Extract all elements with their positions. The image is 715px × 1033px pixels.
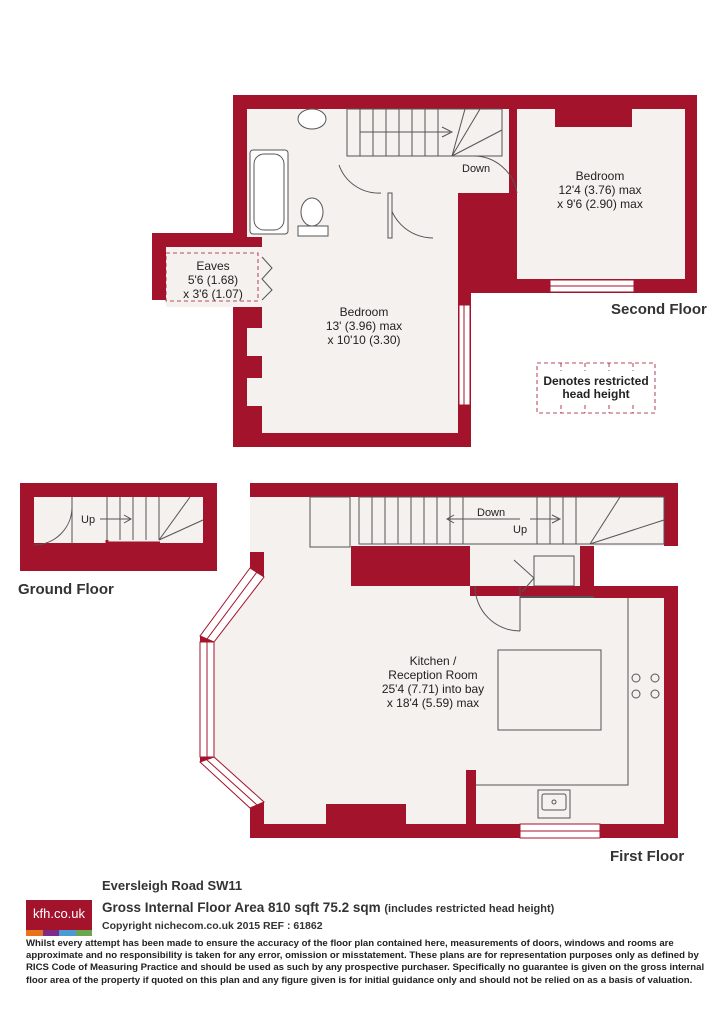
eaves-dim2: x 3'6 (1.07) bbox=[183, 287, 243, 301]
kitchen-name: Kitchen / bbox=[410, 654, 457, 668]
legend-line1: Denotes restricted bbox=[543, 374, 648, 388]
left-wall-window-1 bbox=[247, 328, 262, 356]
basin-fixture bbox=[297, 108, 327, 130]
ground-floor-label: Ground Floor bbox=[18, 581, 114, 598]
gf-stairs-up-label: Up bbox=[81, 514, 95, 526]
first-floor-label: First Floor bbox=[610, 848, 684, 865]
bedroom-right-floor bbox=[517, 109, 685, 279]
ground-floor-stairs bbox=[100, 496, 204, 545]
gia-value: Gross Internal Floor Area 810 sqft 75.2 … bbox=[102, 900, 381, 915]
bedroom-right-window-top bbox=[555, 109, 632, 127]
first-floor-stairs bbox=[309, 496, 665, 548]
ground-floor-door-arc bbox=[33, 506, 73, 546]
ground-floor-interior bbox=[34, 497, 203, 543]
bedroom-left-name: Bedroom bbox=[340, 305, 389, 319]
kitchen-name2: Reception Room bbox=[388, 668, 477, 682]
first-floor-left-window bbox=[250, 497, 264, 552]
eaves-doors bbox=[261, 256, 273, 301]
wc-fixture bbox=[300, 197, 324, 227]
first-floor-plan: Kitchen / Reception Room 25'4 (7.71) int… bbox=[199, 483, 684, 865]
worktop-wall-stub bbox=[466, 770, 476, 824]
bedroom-right-dim1: 12'4 (3.76) max bbox=[559, 183, 642, 197]
ground-floor-plan: Up Ground Floor bbox=[18, 483, 217, 598]
eaves-dim1: 5'6 (1.68) bbox=[188, 273, 238, 287]
cupboard-door bbox=[513, 559, 535, 593]
fridge-recess bbox=[594, 586, 678, 598]
landing-door-arc bbox=[338, 164, 382, 194]
second-floor-stairs bbox=[346, 108, 503, 157]
ff-stairs-up-label: Up bbox=[513, 524, 527, 536]
sf-stairs-down-label: Down bbox=[462, 163, 490, 175]
fireplace-breast bbox=[326, 804, 406, 824]
kitchen-dim2: x 18'4 (5.59) max bbox=[387, 696, 479, 710]
sink-icon bbox=[537, 789, 571, 819]
bedroom-right-dim2: x 9'6 (2.90) max bbox=[557, 197, 643, 211]
worktop bbox=[476, 598, 629, 786]
cupboard bbox=[533, 555, 575, 587]
kitchen-island bbox=[497, 649, 602, 731]
bay-windows bbox=[199, 567, 265, 809]
second-floor-plan: Bedroom 12'4 (3.76) max x 9'6 (2.90) max… bbox=[152, 95, 707, 447]
first-floor-door-arc bbox=[474, 585, 521, 632]
utility-block bbox=[580, 546, 594, 586]
ff-stairs-down-label: Down bbox=[477, 507, 505, 519]
bedroom-right-door-arc bbox=[472, 155, 518, 194]
kfh-logo: kfh.co.uk bbox=[26, 900, 92, 936]
bedroom-left-dim1: 13' (3.96) max bbox=[326, 319, 402, 333]
copyright-text: Copyright nichecom.co.uk 2015 REF : 6186… bbox=[102, 920, 323, 932]
gia-note: (includes restricted head height) bbox=[384, 903, 555, 915]
legend-line2: head height bbox=[562, 387, 629, 401]
eaves-name: Eaves bbox=[196, 259, 229, 273]
bedroom-left-dim2: x 10'10 (3.30) bbox=[327, 333, 400, 347]
logo-stripes bbox=[26, 930, 92, 936]
kitchen-dim1: 25'4 (7.71) into bay bbox=[382, 682, 484, 696]
bath-fixture bbox=[249, 149, 289, 235]
restricted-height-legend: Denotes restricted head height bbox=[536, 362, 656, 414]
left-wall-window-2 bbox=[247, 378, 262, 406]
logo-text: kfh.co.uk bbox=[32, 906, 86, 921]
disclaimer-text: Whilst every attempt has been made to en… bbox=[26, 938, 705, 986]
property-address: Eversleigh Road SW11 bbox=[102, 878, 243, 893]
bedroom-right-name: Bedroom bbox=[576, 169, 625, 183]
floor-plan: Bedroom 12'4 (3.76) max x 9'6 (2.90) max… bbox=[18, 95, 707, 865]
eaves-floor bbox=[166, 247, 262, 307]
second-floor-label: Second Floor bbox=[611, 301, 707, 318]
hob-icon bbox=[631, 673, 660, 699]
gross-internal-area: Gross Internal Floor Area 810 sqft 75.2 … bbox=[102, 900, 554, 915]
bedroom-left-floor bbox=[262, 193, 458, 433]
